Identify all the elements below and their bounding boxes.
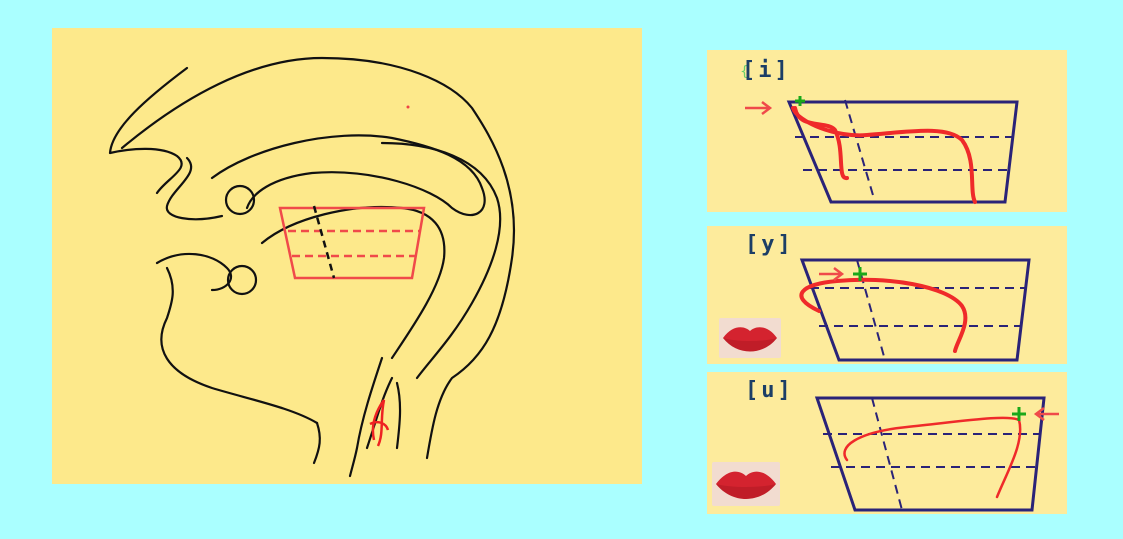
lower-lip-curl	[228, 266, 256, 294]
vocal-tract-drawing	[52, 28, 642, 484]
tongue	[262, 207, 444, 358]
plus-icon	[795, 96, 805, 106]
tongue-curve-i	[793, 108, 975, 202]
vowel-trapezoid-main	[280, 208, 424, 278]
tongue-curve-y	[801, 280, 965, 351]
stray-dot	[407, 106, 410, 109]
head-sagittal-diagram	[52, 28, 642, 484]
vowel-label-i: [i]	[742, 58, 791, 83]
chin	[161, 268, 317, 423]
tongue-curve-u	[845, 418, 1021, 497]
vowel-panel-u: [u]	[707, 372, 1067, 514]
head-outline	[110, 68, 187, 193]
vowel-label-y: [y]	[745, 232, 794, 257]
upper-lip	[167, 158, 222, 219]
cranium-outline	[122, 58, 514, 458]
lips-icon	[712, 462, 780, 506]
arrow-right-icon	[745, 102, 770, 114]
arrow-right-icon	[819, 268, 842, 280]
throat	[314, 423, 320, 463]
vowel-panel-i: [i] {	[707, 50, 1067, 212]
trapezoid-divider	[314, 206, 334, 278]
glottis-scribble	[370, 400, 388, 446]
vowel-label-u: [u]	[745, 378, 794, 403]
arrow-left-icon	[1036, 408, 1059, 420]
lips-icon	[719, 318, 781, 358]
vowel-panel-y: [y]	[707, 226, 1067, 364]
velum	[382, 143, 500, 378]
